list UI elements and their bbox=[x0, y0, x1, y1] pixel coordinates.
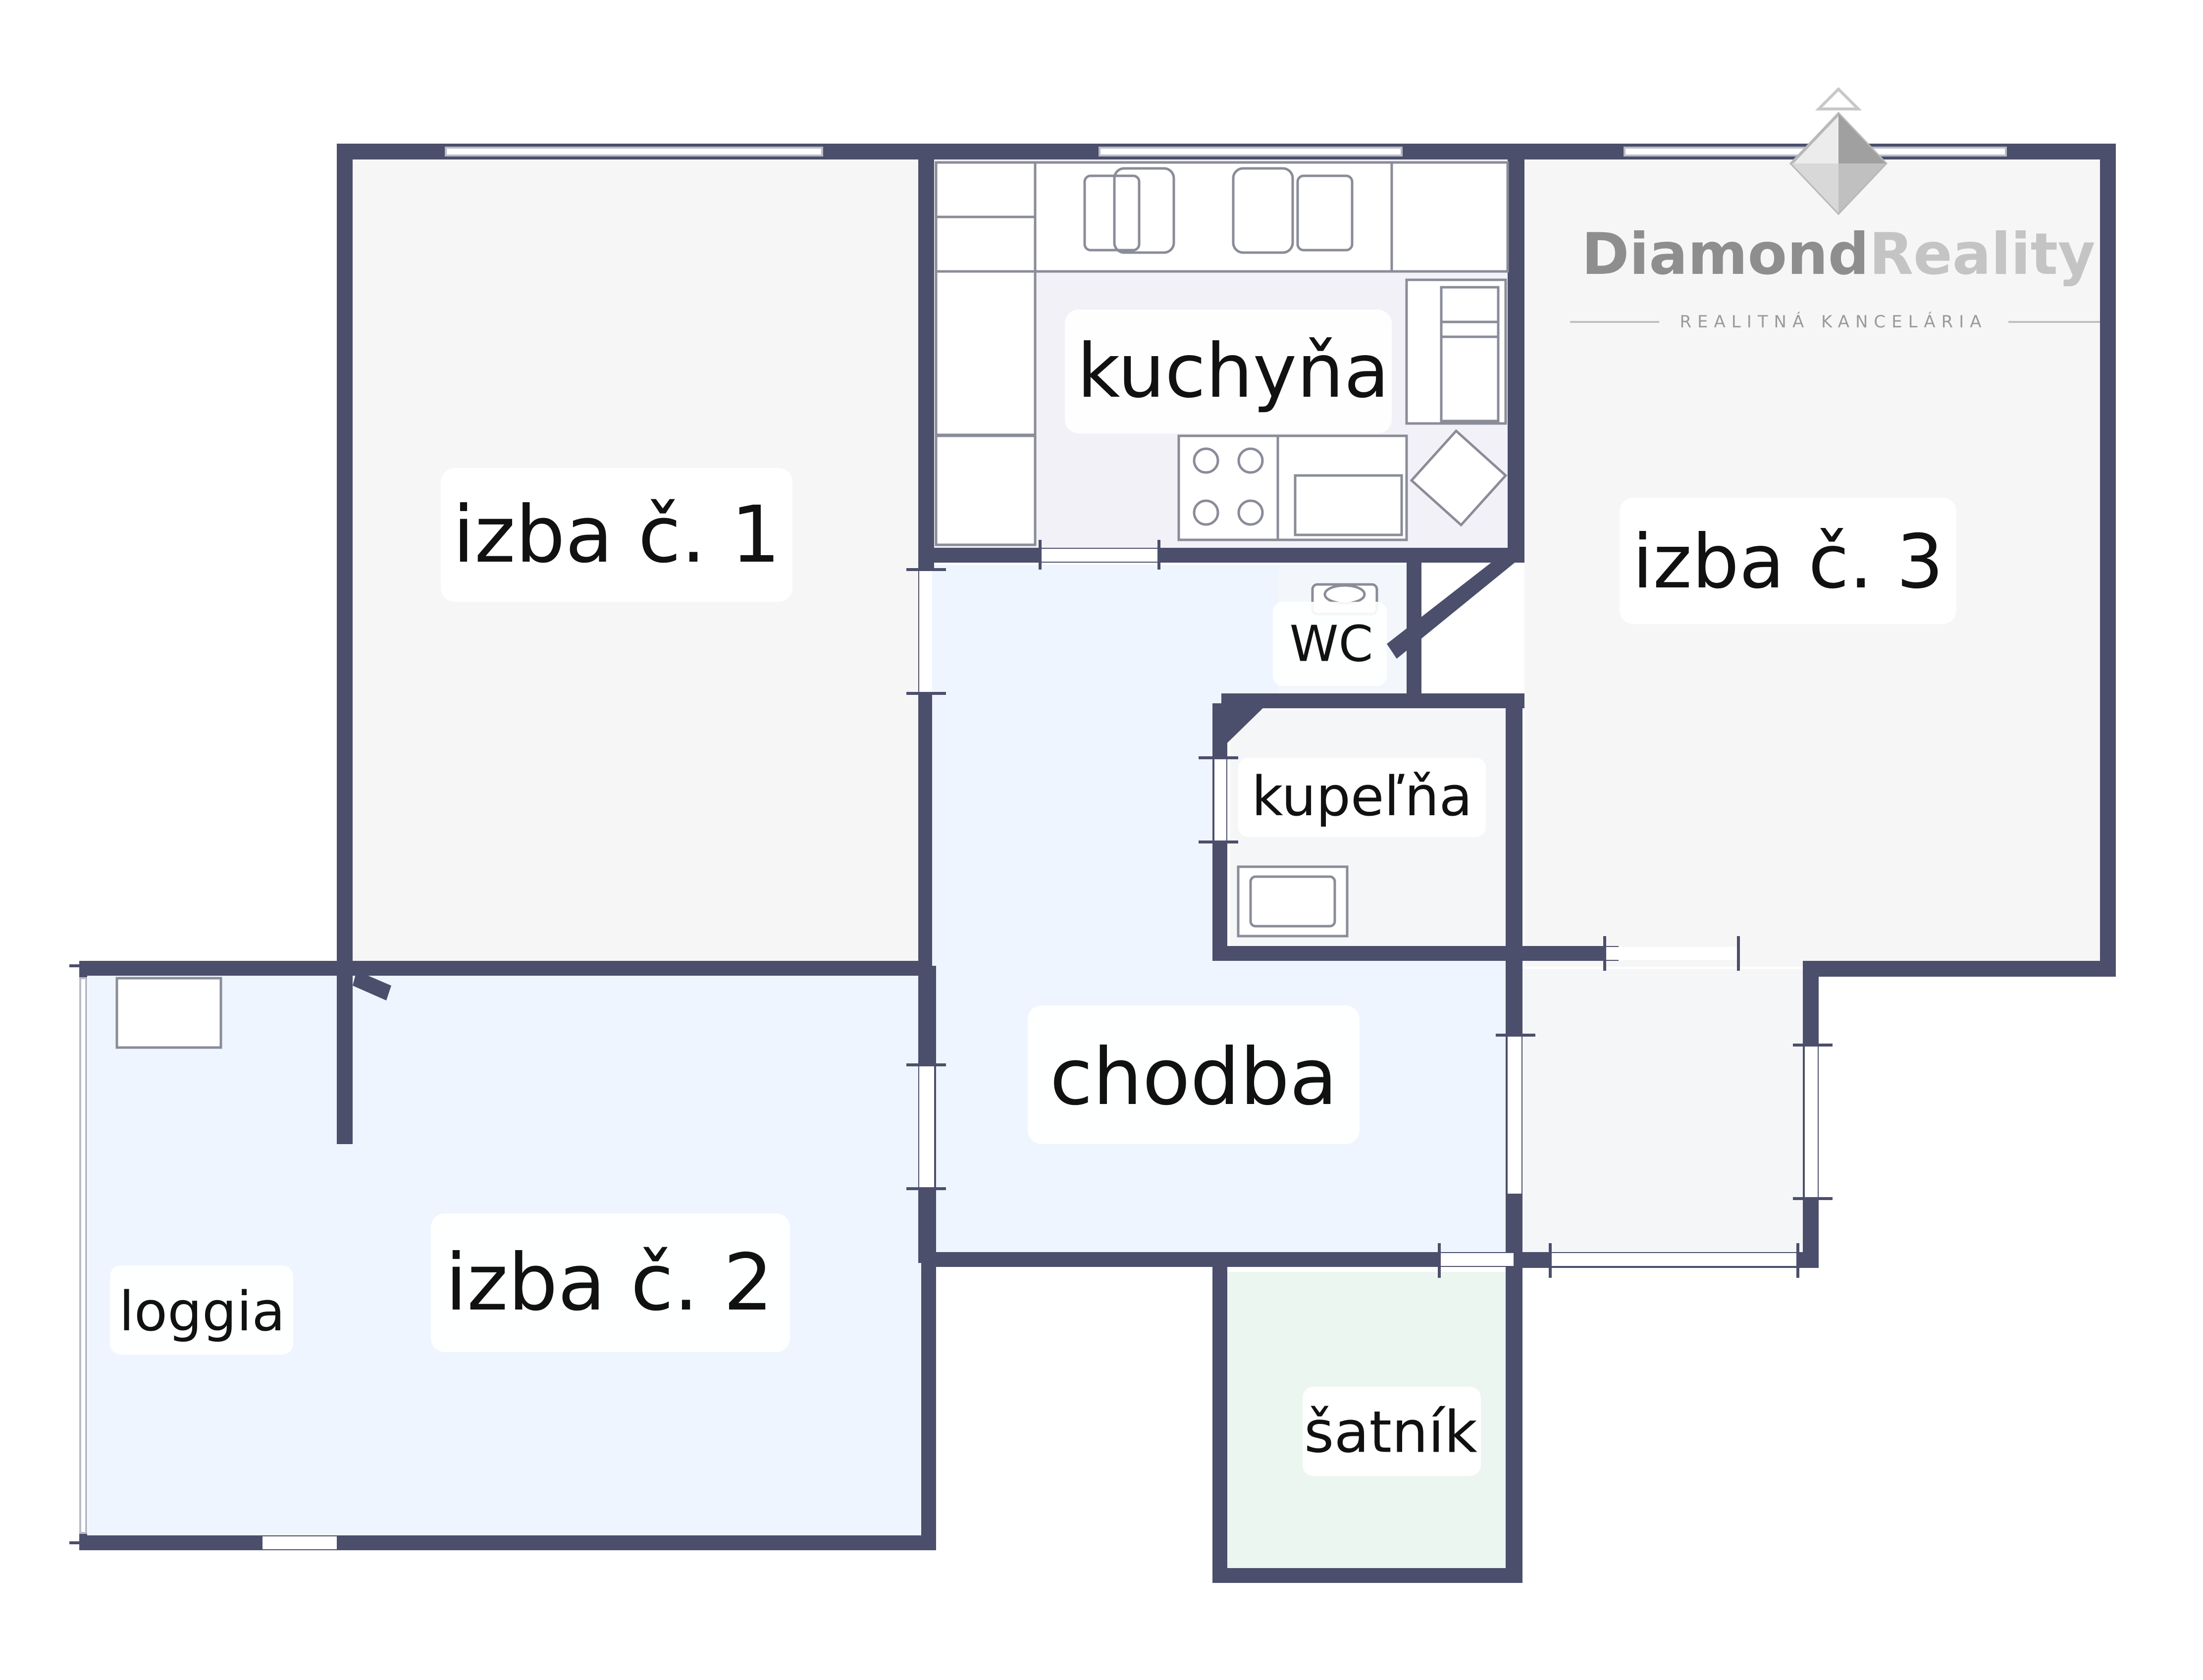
label-izba1: izba č. 1 bbox=[453, 489, 781, 580]
room-floor-hall-annex bbox=[1517, 969, 1809, 1260]
label-izba3: izba č. 3 bbox=[1632, 519, 1944, 605]
bathroom-fixture bbox=[1237, 865, 1349, 938]
label-izba2: izba č. 2 bbox=[445, 1237, 773, 1328]
room-label-satnik: šatník bbox=[1303, 1387, 1481, 1476]
kitchen-furniture bbox=[935, 161, 1509, 546]
label-chodba: chodba bbox=[1049, 1032, 1337, 1123]
room-label-kuchyna: kuchyňa bbox=[1065, 310, 1392, 433]
door-openings bbox=[262, 549, 1818, 1549]
loggia-cabinet bbox=[115, 977, 222, 1049]
brand-name-part1: Diamond bbox=[1581, 221, 1869, 288]
label-kuchyna: kuchyňa bbox=[1077, 328, 1390, 415]
room-label-kupelna: kupeľňa bbox=[1238, 758, 1486, 837]
room-label-wc: WC bbox=[1273, 602, 1387, 686]
brand-name-part2: Reality bbox=[1869, 221, 2096, 288]
diamond-icon bbox=[1789, 87, 1888, 215]
windows bbox=[79, 147, 2007, 1534]
label-satnik: šatník bbox=[1304, 1399, 1477, 1466]
room-label-izba2: izba č. 2 bbox=[431, 1213, 790, 1352]
label-loggia: loggia bbox=[119, 1280, 285, 1343]
room-label-chodba: chodba bbox=[1028, 1005, 1360, 1144]
room-label-loggia: loggia bbox=[110, 1265, 293, 1355]
brand-name: DiamondReality bbox=[1581, 221, 2095, 288]
brand-logo: DiamondReality REALITNÁ KANCELÁRIA bbox=[1570, 87, 2100, 332]
label-kupelna: kupeľňa bbox=[1252, 765, 1472, 828]
door-jambs bbox=[69, 540, 1833, 1544]
room-label-izba3: izba č. 3 bbox=[1620, 498, 1956, 624]
brand-tagline: REALITNÁ KANCELÁRIA bbox=[1679, 312, 1987, 332]
room-label-izba1: izba č. 1 bbox=[441, 468, 792, 602]
label-wc: WC bbox=[1290, 615, 1373, 673]
